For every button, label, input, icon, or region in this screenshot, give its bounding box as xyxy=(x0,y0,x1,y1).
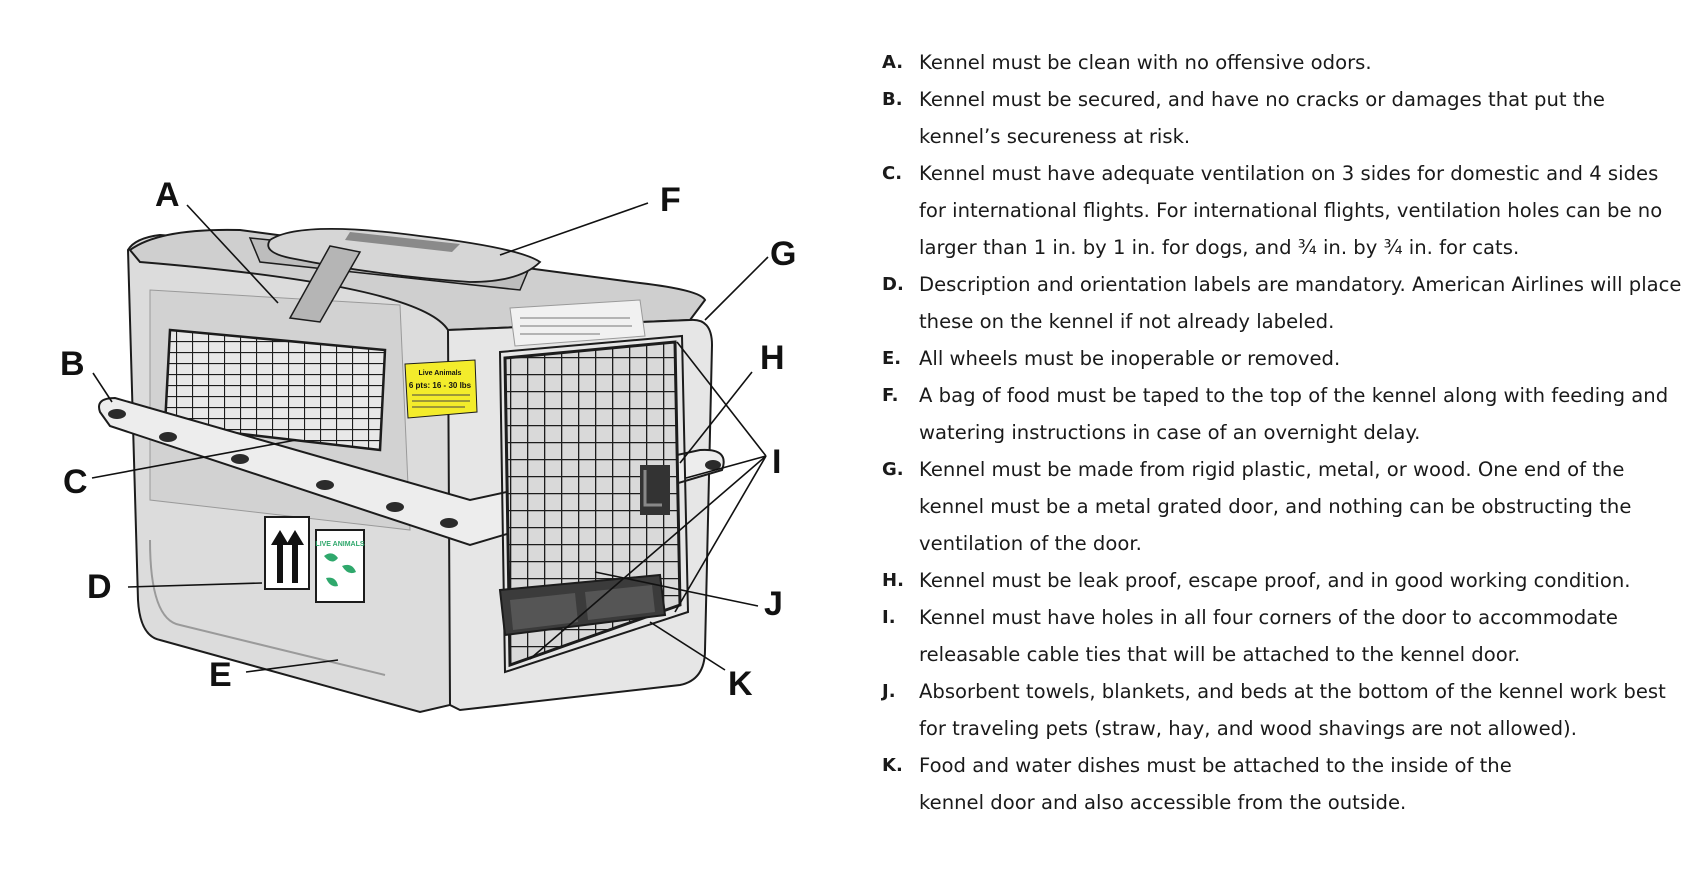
req-item-h: H. Kennel must be leak proof, escape pro… xyxy=(882,562,1682,599)
req-item-d: D. Description and orientation labels ar… xyxy=(882,266,1682,340)
requirements-list: A. Kennel must be clean with no offensiv… xyxy=(882,44,1682,821)
callout-k: K xyxy=(728,665,753,703)
req-letter: I. xyxy=(882,607,896,628)
req-letter: C. xyxy=(882,163,903,184)
req-letter: K. xyxy=(882,755,903,776)
callout-a: A xyxy=(155,176,180,214)
svg-text:LIVE ANIMALS: LIVE ANIMALS xyxy=(315,541,364,548)
callout-j: J xyxy=(764,585,783,623)
req-letter: H. xyxy=(882,570,904,591)
req-item-c: C. Kennel must have adequate ventilation… xyxy=(882,155,1682,266)
callout-i: I xyxy=(772,443,781,481)
front-manifest-label xyxy=(509,299,646,347)
food-water-dishes xyxy=(498,573,667,637)
callout-f: F xyxy=(660,181,681,219)
req-item-a: A. Kennel must be clean with no offensiv… xyxy=(882,44,1682,81)
req-text: A bag of food must be taped to the top o… xyxy=(919,384,1669,444)
food-bag xyxy=(267,227,542,283)
svg-text:6 pts: 16 - 30 lbs: 6 pts: 16 - 30 lbs xyxy=(409,381,472,390)
req-item-i: I. Kennel must have holes in all four co… xyxy=(882,599,1682,673)
svg-text:Live Animals: Live Animals xyxy=(419,370,462,377)
req-text: Food and water dishes must be attached t… xyxy=(919,754,1512,814)
callout-d: D xyxy=(87,568,112,606)
req-text: Kennel must be made from rigid plastic, … xyxy=(919,458,1632,555)
live-animals-label: Live Animals 6 pts: 16 - 30 lbs xyxy=(404,359,478,419)
callout-e: E xyxy=(209,656,232,694)
req-letter: B. xyxy=(882,89,903,110)
req-text: Kennel must be leak proof, escape proof,… xyxy=(919,569,1631,592)
req-text: All wheels must be inoperable or removed… xyxy=(919,347,1341,370)
req-letter: E. xyxy=(882,348,902,369)
req-letter: A. xyxy=(882,52,904,73)
req-item-g: G. Kennel must be made from rigid plasti… xyxy=(882,451,1682,562)
req-text: Kennel must be secured, and have no crac… xyxy=(919,88,1605,148)
req-text: Kennel must be clean with no offensive o… xyxy=(919,51,1372,74)
req-item-f: F. A bag of food must be taped to the to… xyxy=(882,377,1682,451)
callout-c: C xyxy=(63,463,88,501)
req-item-b: B. Kennel must be secured, and have no c… xyxy=(882,81,1682,155)
kennel-diagram: Live Animals 6 pts: 16 - 30 lbs LIVE ANI… xyxy=(60,176,796,714)
req-text: Description and orientation labels are m… xyxy=(919,273,1682,333)
req-letter: G. xyxy=(882,459,904,480)
req-text: Kennel must have holes in all four corne… xyxy=(919,606,1618,666)
orientation-arrows-label xyxy=(264,516,310,590)
callout-g: G xyxy=(770,235,796,273)
req-item-e: E. All wheels must be inoperable or remo… xyxy=(882,340,1682,377)
callout-b: B xyxy=(60,345,85,383)
tape-strap xyxy=(288,245,362,323)
req-letter: D. xyxy=(882,274,904,295)
req-item-k: K. Food and water dishes must be attache… xyxy=(882,747,1682,821)
live-animals-green-label: LIVE ANIMALS xyxy=(315,529,365,603)
callout-h: H xyxy=(760,339,785,377)
req-item-j: J. Absorbent towels, blankets, and beds … xyxy=(882,673,1682,747)
req-text: Kennel must have adequate ventilation on… xyxy=(919,162,1663,259)
rim-bolts xyxy=(108,409,721,528)
req-letter: J. xyxy=(882,681,896,702)
req-text: Absorbent towels, blankets, and beds at … xyxy=(919,680,1666,740)
leader-lines xyxy=(91,202,769,673)
side-vent xyxy=(163,328,387,452)
req-letter: F. xyxy=(882,385,899,406)
